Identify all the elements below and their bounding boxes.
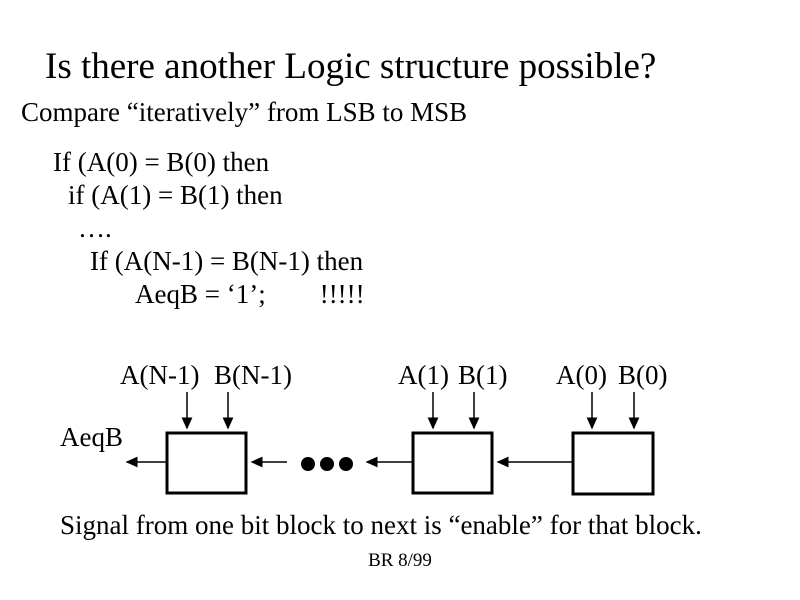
slide-title: Is there another Logic structure possibl…	[45, 46, 657, 87]
label-a-n-1: A(N-1)	[120, 360, 200, 390]
code-line-5: AeqB = ‘1’; !!!!!	[135, 279, 365, 309]
comparator-block-bit0	[571, 431, 655, 496]
label-b-n-1: B(N-1)	[214, 360, 292, 390]
code-line-3: ….	[78, 213, 112, 243]
label-a-1: A(1)	[398, 360, 449, 390]
diagram-graphics	[125, 392, 655, 496]
slide-footer: BR 8/99	[368, 550, 432, 571]
comparator-block-msb	[165, 431, 248, 495]
comparator-block-bit1	[411, 431, 494, 495]
label-aeqb-output: AeqB	[60, 422, 123, 452]
code-line-1: If (A(0) = B(0) then	[53, 147, 270, 177]
label-a-0: A(0)	[556, 360, 607, 390]
slide-subtitle: Compare “iteratively” from LSB to MSB	[21, 97, 468, 127]
block-diagram: A(N-1) B(N-1) A(1) B(1) A(0) B(0) AeqB	[0, 350, 800, 520]
label-b-1: B(1)	[458, 360, 508, 390]
code-line-2: if (A(1) = B(1) then	[68, 180, 283, 210]
pseudocode-block: If (A(0) = B(0) then if (A(1) = B(1) the…	[0, 146, 600, 311]
label-b-0: B(0)	[618, 360, 668, 390]
ellipsis-dots	[301, 457, 353, 471]
code-line-4: If (A(N-1) = B(N-1) then	[90, 246, 364, 276]
slide-caption: Signal from one bit block to next is “en…	[60, 510, 702, 540]
input-arrows	[181, 392, 640, 430]
